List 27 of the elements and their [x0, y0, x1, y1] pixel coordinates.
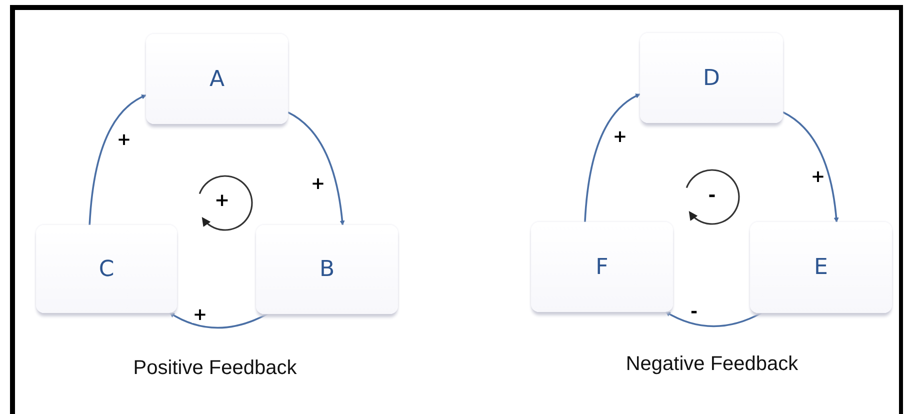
node-label: F — [596, 254, 608, 280]
node-label: B — [319, 257, 335, 282]
process-box — [36, 225, 177, 313]
edge-label: + — [116, 132, 132, 148]
arrow — [88, 94, 147, 226]
edge-label: + — [192, 307, 208, 323]
arrow — [169, 312, 268, 329]
edge-label: + — [310, 176, 326, 192]
diagram-caption: Negative Feedback — [626, 353, 798, 376]
process-box — [531, 222, 673, 312]
loop-sign: + — [214, 192, 230, 210]
node-label: A — [209, 66, 225, 92]
arrow — [782, 111, 839, 223]
node-label: C — [98, 256, 114, 282]
node-label: E — [814, 255, 828, 280]
loop-sign: - — [708, 187, 716, 205]
edge-label: + — [612, 129, 628, 145]
diagram-caption: Positive Feedback — [133, 357, 297, 380]
process-box — [146, 34, 288, 124]
process-box — [640, 33, 783, 123]
arrow — [584, 93, 641, 222]
process-box — [256, 225, 398, 314]
process-box — [750, 222, 892, 313]
node-label: D — [703, 66, 720, 90]
edge-label: + — [810, 169, 826, 185]
arrow — [288, 112, 345, 226]
arrow — [665, 311, 762, 328]
